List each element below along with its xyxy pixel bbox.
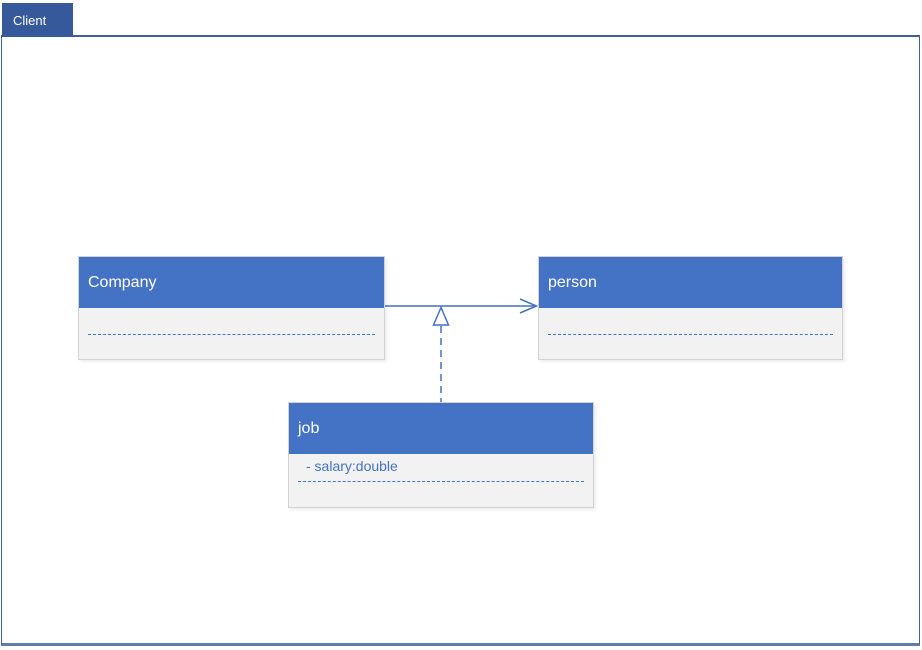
class-body [79,308,384,360]
class-name-label: job [298,419,320,437]
class-header: job [289,403,593,454]
class-header: Company [79,257,384,308]
class-name-label: person [548,273,597,291]
compartment-separator [88,334,375,335]
compartment-separator [298,481,584,482]
compartment-separator [548,334,833,335]
class-body [539,308,842,360]
class-name-label: Company [88,273,157,291]
uml-class-job[interactable]: job - salary:double [288,402,594,508]
page-tab-client[interactable]: Client [2,3,73,37]
class-header: person [539,257,842,308]
class-body: - salary:double [289,454,593,508]
uml-class-person[interactable]: person [538,256,843,360]
uml-class-company[interactable]: Company [78,256,385,360]
class-attribute-salary: - salary:double [306,458,398,474]
page-tab-label: Client [13,12,47,28]
